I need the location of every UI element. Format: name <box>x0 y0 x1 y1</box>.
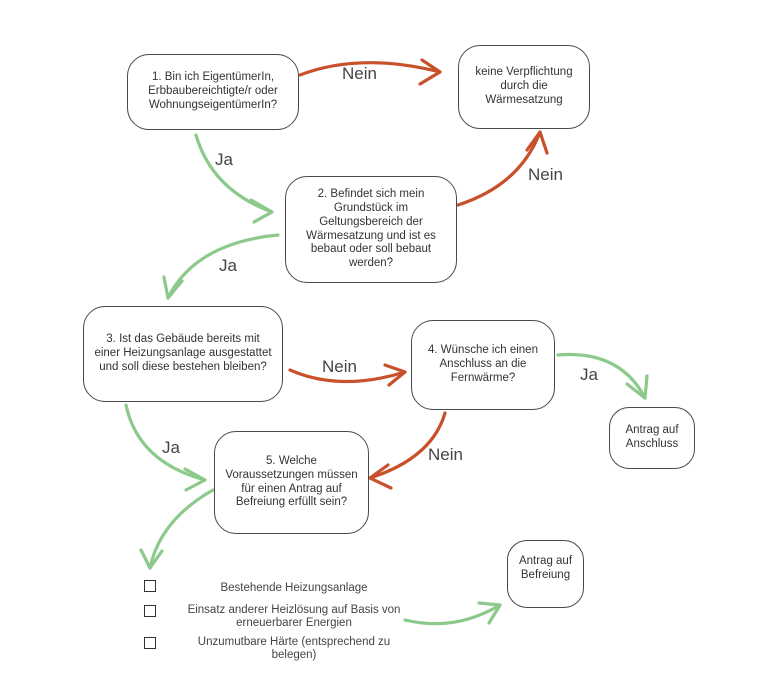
arrowhead-q2-no <box>525 130 549 155</box>
node-question-4: 4. Wünsche ich einen Anschluss an die Fe… <box>411 320 555 410</box>
arrowhead-checklist-exemption <box>477 601 502 625</box>
node-question-5: 5. Welche Voraussetzungen müssen für ein… <box>214 431 369 534</box>
node-exemption-request: Antrag auf Befreiung <box>507 540 584 608</box>
checkbox[interactable] <box>144 580 156 592</box>
checklist-item-label: Einsatz anderer Heizlösung auf Basis von… <box>187 604 401 630</box>
checklist-item-label: Unzumutbare Härte (entsprechend zu beleg… <box>197 636 391 662</box>
arrow-q2-yes <box>166 233 280 300</box>
arrowhead-q4-yes <box>625 374 649 400</box>
edge-label-q2-no: Nein <box>528 165 563 184</box>
checklist-item[interactable]: Bestehende Heizungsanlage <box>144 579 368 594</box>
edge-label-q3-yes: Ja <box>162 438 180 457</box>
arrow-q5-checklist <box>148 488 215 570</box>
arrow-q2-no <box>456 130 542 207</box>
arrow-q4-yes <box>556 352 647 400</box>
edge-label-q4-yes: Ja <box>580 365 598 384</box>
arrowhead-q3-no <box>383 363 407 387</box>
checkbox[interactable] <box>144 637 156 649</box>
checklist-item-label: Bestehende Heizungsanlage <box>220 582 368 594</box>
arrowhead-q1-no <box>418 58 442 86</box>
arrow-q1-no <box>298 61 442 77</box>
arrowhead-q1-yes <box>249 198 274 224</box>
node-connection-request: Antrag auf Anschluss <box>609 407 695 469</box>
arrowhead-q2-yes <box>162 275 184 300</box>
arrowhead-q5-checklist <box>139 548 164 570</box>
arrowhead-q4-no <box>368 463 393 490</box>
checkbox[interactable] <box>144 605 156 617</box>
node-question-1: 1. Bin ich EigentümerIn, Erbbaubereichti… <box>127 54 299 130</box>
arrow-checklist-exemption <box>403 603 502 626</box>
arrow-q1-yes <box>194 133 274 214</box>
node-question-2: 2. Befindet sich mein Grundstück im Gelt… <box>285 176 457 283</box>
checklist-item[interactable]: Unzumutbare Härte (entsprechend zu beleg… <box>144 636 390 661</box>
edge-label-q1-no: Nein <box>342 64 377 83</box>
arrowhead-q3-yes <box>183 467 207 492</box>
edge-label-q4-no: Nein <box>428 445 463 464</box>
node-no-obligation: keine Verpflichtung durch die Wärmesatzu… <box>458 45 590 129</box>
arrow-q4-no <box>368 411 447 480</box>
checklist-item[interactable]: Einsatz anderer Heizlösung auf Basis von… <box>144 604 400 629</box>
edge-label-q2-yes: Ja <box>219 256 237 275</box>
node-question-3: 3. Ist das Gebäude bereits mit einer Hei… <box>83 306 283 402</box>
edge-label-q1-yes: Ja <box>215 150 233 169</box>
arrow-q3-yes <box>124 403 207 482</box>
arrow-q3-no <box>288 368 407 384</box>
edge-label-q3-no: Nein <box>322 357 357 376</box>
